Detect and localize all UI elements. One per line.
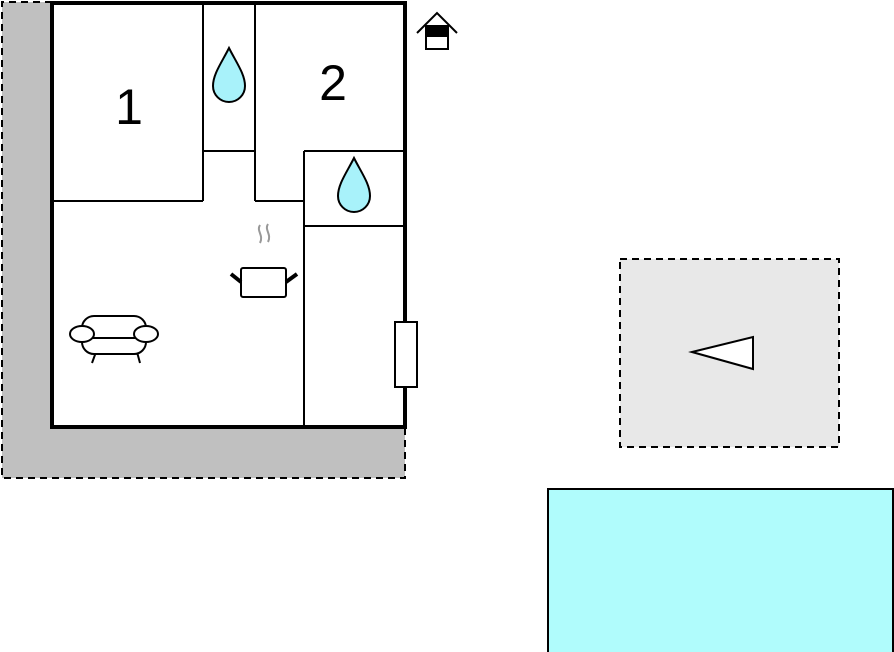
patio <box>619 258 840 448</box>
swimming-pool <box>547 488 894 652</box>
cooking-pot-icon <box>229 223 299 298</box>
sofa-icon <box>69 315 159 364</box>
water-drop-icon <box>336 155 372 213</box>
room-label-1: 1 <box>115 79 143 135</box>
terrace-arrow-icon <box>688 335 754 371</box>
room-label-2: 2 <box>319 55 347 111</box>
house-entrance-icon <box>416 11 458 50</box>
house-outline <box>50 1 407 429</box>
interior-walls <box>52 2 405 427</box>
window <box>394 321 418 388</box>
water-drop-icon <box>211 45 247 103</box>
terrace-area <box>1 1 406 479</box>
